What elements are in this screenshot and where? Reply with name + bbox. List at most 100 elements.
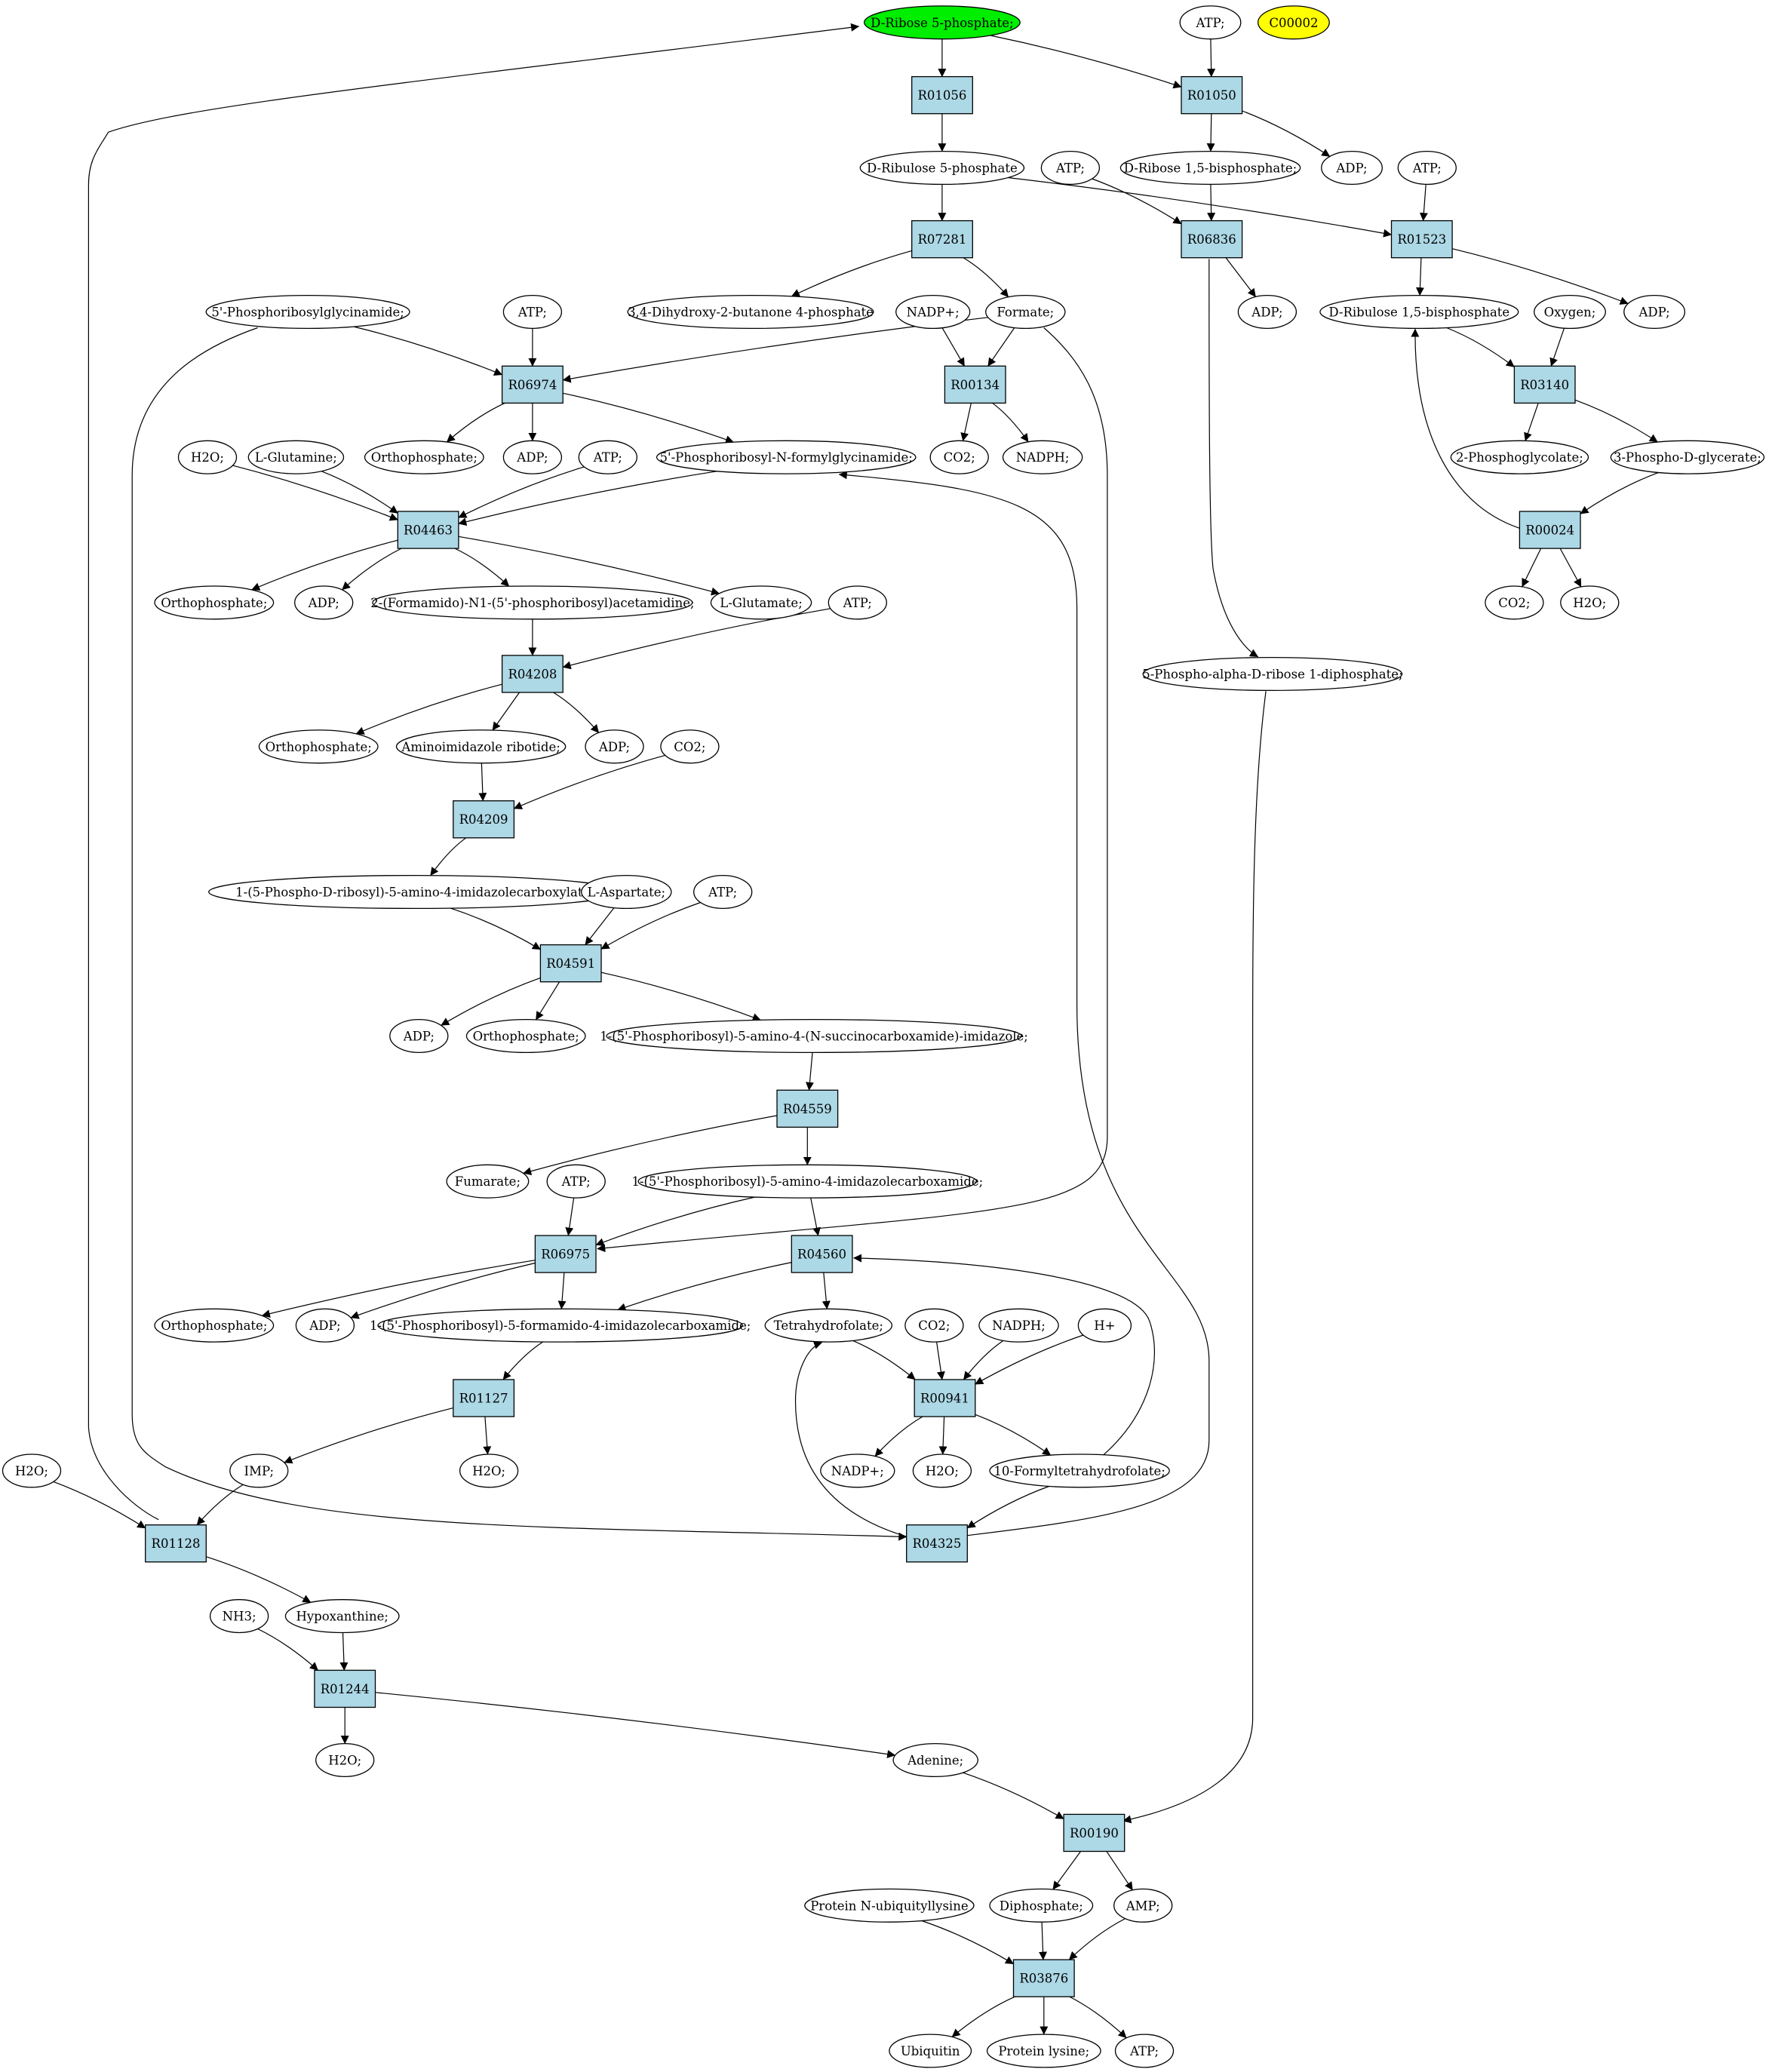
compound-node-aspartate[interactable]: L-Aspartate; [581, 874, 672, 910]
compound-node-thf[interactable]: Tetrahydrofolate; [764, 1308, 893, 1343]
reaction-node-r04325[interactable]: R04325 [906, 1524, 968, 1563]
compound-node-atp_r06975[interactable]: ATP; [546, 1164, 606, 1199]
reaction-node-r03876[interactable]: R03876 [1012, 1959, 1075, 1997]
compound-node-glutamate[interactable]: L-Glutamate; [710, 585, 812, 620]
compound-node-h2o_r00941[interactable]: H2O; [912, 1453, 972, 1488]
compound-node-nadp_r00134[interactable]: NADP+; [895, 294, 971, 330]
reaction-node-r03140[interactable]: R03140 [1513, 365, 1576, 404]
reaction-node-r00024[interactable]: R00024 [1519, 511, 1581, 549]
compound-label: Orthophosphate; [161, 1318, 267, 1333]
edge-r04463-to-adp_r04463 [342, 548, 402, 591]
reaction-node-r01127[interactable]: R01127 [453, 1379, 515, 1417]
compound-node-formate[interactable]: Formate; [985, 294, 1066, 330]
compound-node-nadp_r00941[interactable]: NADP+; [820, 1453, 895, 1488]
compound-node-adenine[interactable]: Adenine; [892, 1742, 978, 1778]
compound-node-co2_r04209[interactable]: CO2; [660, 729, 720, 764]
reaction-node-r01056[interactable]: R01056 [911, 75, 973, 115]
reaction-node-r04463[interactable]: R04463 [397, 511, 459, 549]
compound-node-glutamine[interactable]: L-Glutamine; [247, 440, 345, 474]
compound-ellipse [1237, 294, 1298, 330]
compound-node-nh3[interactable]: NH3; [209, 1599, 269, 1634]
compound-node-formylthf[interactable]: 10-Formyltetrahydrofolate; [989, 1453, 1170, 1488]
compound-node-adp_r06974[interactable]: ADP; [502, 440, 563, 474]
compound-node-fgam[interactable]: 2-(Formamido)-N1-(5'-phosphoribosyl)acet… [370, 585, 695, 620]
compound-node-phosphoribosylglycinamide[interactable]: 5'-Phosphoribosylglycinamide; [205, 294, 410, 330]
reaction-node-r04560[interactable]: R04560 [791, 1235, 853, 1273]
compound-node-h2o_r01244[interactable]: H2O; [315, 1742, 375, 1778]
compound-ellipse [502, 440, 563, 474]
compound-node-h2o_r04463[interactable]: H2O; [177, 440, 238, 474]
compound-node-adp_r04463[interactable]: ADP; [294, 585, 354, 620]
compound-node-nadph_r00941[interactable]: NADPH; [978, 1308, 1059, 1343]
reaction-node-r07281[interactable]: R07281 [911, 219, 973, 259]
compound-node-oxygen[interactable]: Oxygen; [1534, 294, 1606, 330]
compound-node-atp_r03876[interactable]: ATP; [1114, 2034, 1175, 2068]
compound-node-nadph_r00134[interactable]: NADPH; [1002, 440, 1083, 474]
reaction-node-r04209[interactable]: R04209 [453, 800, 515, 839]
compound-node-hplus[interactable]: H+ [1077, 1308, 1132, 1343]
reaction-node-r04559[interactable]: R04559 [776, 1089, 839, 1128]
compound-node-ribulose5p[interactable]: D-Ribulose 5-phosphate [859, 150, 1025, 186]
reaction-node-r00190[interactable]: R00190 [1063, 1813, 1126, 1853]
compound-node-c00002[interactable]: C00002 [1257, 5, 1330, 40]
compound-node-diphosphate[interactable]: Diphosphate; [989, 1888, 1094, 1923]
compound-node-atp_top[interactable]: ATP; [1179, 5, 1242, 40]
compound-node-co2_r00134[interactable]: CO2; [929, 440, 989, 474]
compound-node-atp_r01523[interactable]: ATP; [1397, 150, 1457, 186]
compound-node-atp_r06836[interactable]: ATP; [1040, 150, 1101, 186]
compound-node-cair[interactable]: 1-(5-Phospho-D-ribosyl)-5-amino-4-imidaz… [208, 874, 622, 910]
compound-node-saicar[interactable]: 1-(5'-Phosphoribosyl)-5-amino-4-(N-succi… [600, 1018, 1028, 1054]
compound-node-adp_r01050[interactable]: ADP; [1321, 150, 1383, 186]
reaction-node-r01523[interactable]: R01523 [1390, 219, 1453, 259]
compound-node-hypoxanthine[interactable]: Hypoxanthine; [284, 1599, 400, 1634]
reaction-node-r01244[interactable]: R01244 [314, 1669, 376, 1708]
compound-node-orthophosphate_r04463[interactable]: Orthophosphate; [154, 585, 275, 620]
compound-node-h2o_r01127[interactable]: H2O; [459, 1453, 519, 1488]
compound-node-co2_r00024[interactable]: CO2; [1485, 585, 1544, 620]
compound-node-atp_r04208[interactable]: ATP; [828, 585, 887, 620]
reaction-node-r06836[interactable]: R06836 [1181, 219, 1243, 259]
compound-node-co2_r00941[interactable]: CO2; [904, 1308, 964, 1343]
compound-node-h2o_r01128[interactable]: H2O; [2, 1453, 62, 1488]
compound-node-air[interactable]: Aminoimidazole ribotide; [395, 729, 567, 764]
compound-node-atp_r04463[interactable]: ATP; [578, 440, 637, 474]
reaction-node-r01050[interactable]: R01050 [1181, 75, 1243, 115]
reaction-box [534, 1235, 597, 1273]
compound-node-adp_r01523[interactable]: ADP; [1623, 294, 1686, 330]
reaction-node-r00941[interactable]: R00941 [914, 1379, 976, 1417]
compound-node-orthophosphate_r04591[interactable]: Orthophosphate; [465, 1018, 586, 1054]
compound-node-imp[interactable]: IMP; [229, 1453, 289, 1488]
compound-node-ribose15bp[interactable]: D-Ribose 1,5-bisphosphate; [1119, 150, 1301, 186]
reaction-node-r04208[interactable]: R04208 [501, 655, 564, 693]
compound-node-faicar[interactable]: 1-(5'-Phosphoribosyl)-5-formamido-4-imid… [370, 1308, 751, 1343]
compound-node-adp_r06975[interactable]: ADP; [295, 1308, 355, 1343]
reaction-node-r01128[interactable]: R01128 [145, 1524, 207, 1563]
compound-node-ubiquitin[interactable]: Ubiquitin [889, 2034, 972, 2068]
compound-node-aicar[interactable]: 1-(5'-Phosphoribosyl)-5-amino-4-imidazol… [631, 1164, 983, 1199]
reaction-node-r06974[interactable]: R06974 [501, 365, 564, 404]
compound-node-adp_r04591[interactable]: ADP; [389, 1018, 449, 1054]
compound-node-orthophosphate_r06974[interactable]: Orthophosphate; [364, 440, 484, 474]
compound-node-adp_r06836[interactable]: ADP; [1237, 294, 1298, 330]
reaction-node-r00134[interactable]: R00134 [944, 365, 1006, 404]
edge-fgar-to-r04463 [458, 471, 717, 526]
compound-node-proteinlysine[interactable]: Protein lysine; [986, 2034, 1101, 2068]
compound-node-prpp[interactable]: 5-Phospho-alpha-D-ribose 1-diphosphate; [1142, 656, 1403, 692]
compound-node-atp_r06974[interactable]: ATP; [502, 294, 563, 330]
reaction-node-r06975[interactable]: R06975 [534, 1235, 597, 1273]
reaction-node-r04591[interactable]: R04591 [539, 944, 602, 983]
compound-node-ubiquityllysine[interactable]: Protein N-ubiquityllysine [804, 1888, 975, 1923]
compound-node-ribose5p[interactable]: D-Ribose 5-phosphate; [863, 5, 1021, 40]
compound-node-atp_r04591[interactable]: ATP; [693, 874, 753, 910]
compound-node-fgar[interactable]: 5'-Phosphoribosyl-N-formylglycinamide; [656, 440, 917, 474]
compound-node-h2o_r00024[interactable]: H2O; [1560, 585, 1620, 620]
compound-node-adp_r04208[interactable]: ADP; [585, 729, 644, 764]
compound-node-dihydroxybutanone[interactable]: 3,4-Dihydroxy-2-butanone 4-phosphate [627, 294, 874, 330]
compound-node-ribulose15bp[interactable]: D-Ribulose 1,5-bisphosphate [1319, 294, 1519, 330]
compound-node-orthophosphate_r04208[interactable]: Orthophosphate; [258, 729, 379, 764]
compound-node-fumarate[interactable]: Fumarate; [446, 1164, 530, 1199]
compound-node-amp[interactable]: AMP; [1113, 1888, 1173, 1923]
compound-node-phosphoglycerate[interactable]: 3-Phospho-D-glycerate; [1610, 440, 1765, 474]
compound-node-orthophosphate_r06975[interactable]: Orthophosphate; [154, 1308, 275, 1343]
compound-node-phosphoglycolate[interactable]: 2-Phosphoglycolate; [1450, 440, 1589, 474]
